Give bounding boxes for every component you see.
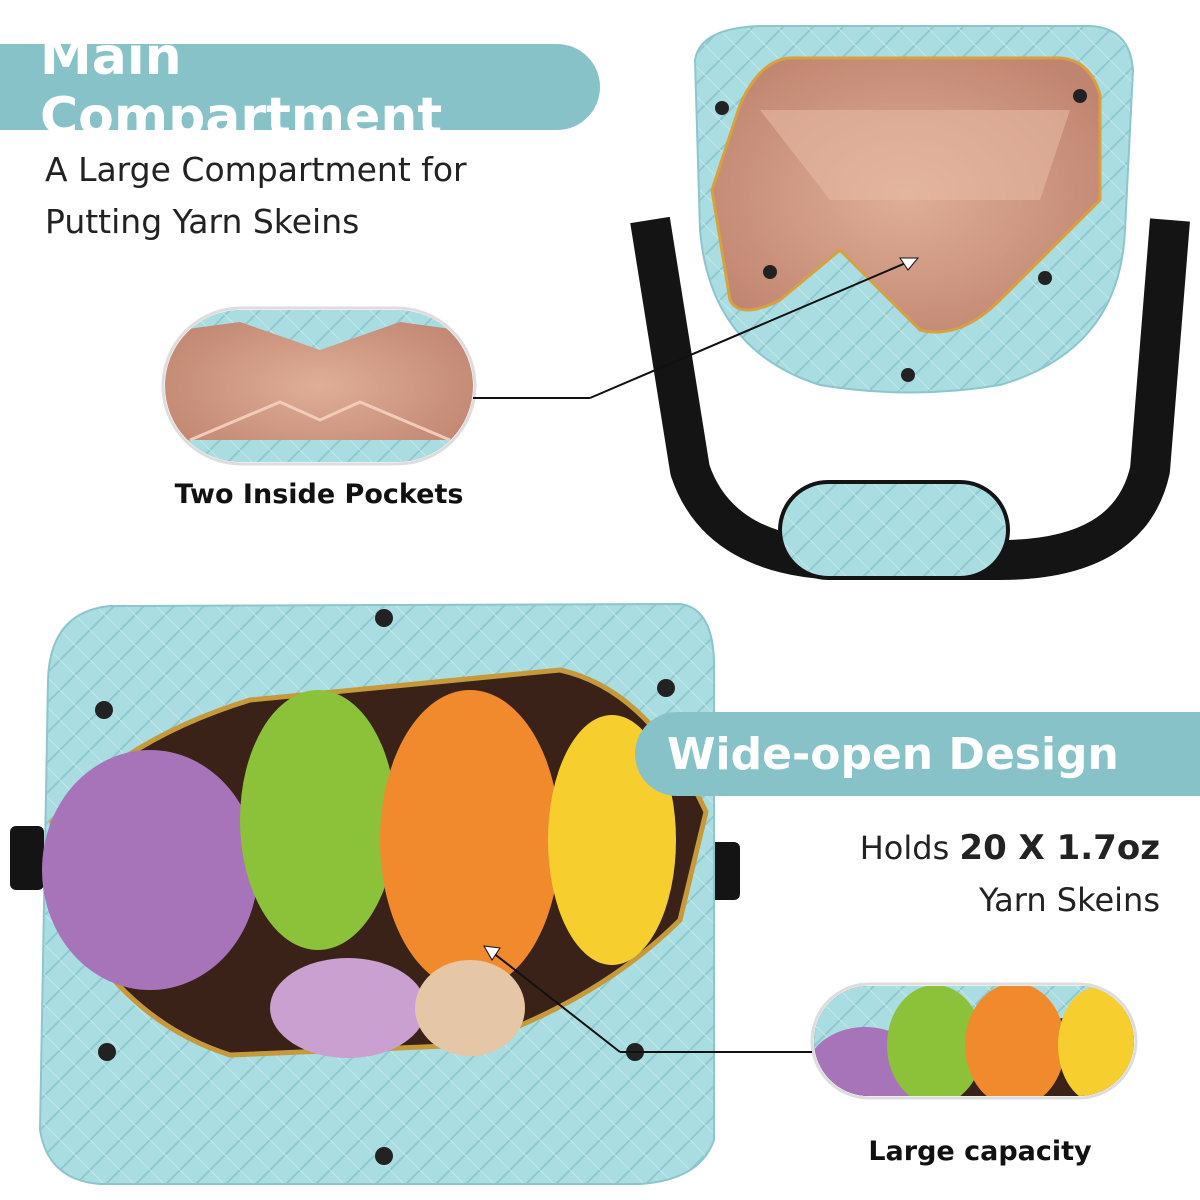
holds-line-2: Yarn Skeins [978,881,1160,919]
holds-prefix: Holds [859,829,960,867]
bottom-bag [10,602,740,1185]
wide-open-banner: Wide-open Design [635,712,1200,796]
large-capacity-caption: Large capacity [868,1136,1092,1167]
strap-pad [778,480,1010,580]
holds-description: Holds 20 X 1.7oz Yarn Skeins [860,822,1160,926]
wide-open-title: Wide-open Design [667,728,1119,780]
holds-line-1: Holds 20 X 1.7oz [860,822,1160,874]
capacity-zoom [483,945,1138,1100]
holds-quantity: 20 X 1.7oz [959,828,1160,868]
pointer-arrow-head [899,257,920,271]
top-bag [630,25,1190,580]
main-compartment-description: A Large Compartment for Putting Yarn Ske… [45,144,467,248]
description-line-2: Putting Yarn Skeins [45,202,360,241]
description-line-1: A Large Compartment for [45,150,467,189]
inside-pockets-zoom [161,257,920,466]
inside-pockets-caption: Two Inside Pockets [174,479,464,510]
pointer-arrow-head [483,945,501,961]
main-compartment-banner: Main Compartment [0,27,600,147]
main-compartment-title: Main Compartment [40,27,443,147]
